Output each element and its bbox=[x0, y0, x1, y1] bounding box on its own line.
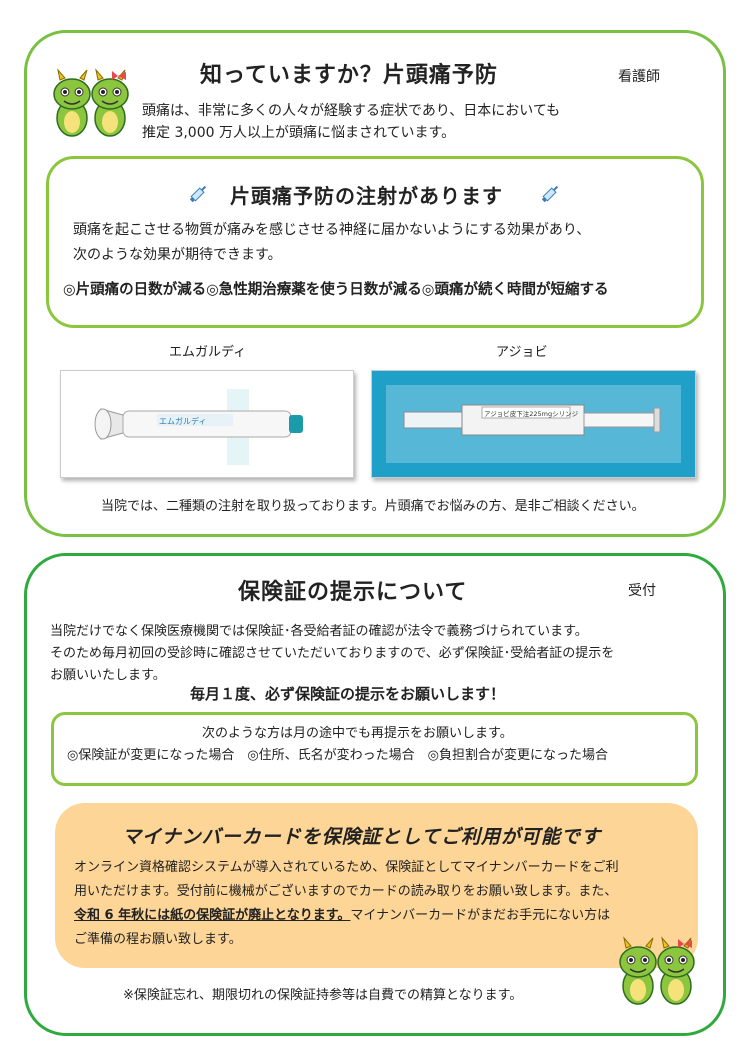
dragon-mascot-icon bbox=[53, 68, 129, 137]
myna-box bbox=[55, 803, 698, 968]
migraine-footer: 当院では、二種類の注射を取り扱っております。片頭痛でお悩みの方、是非ご相談くださ… bbox=[101, 499, 645, 514]
insurance-body-line1: 当院だけでなく保険医療機関では保険証･各受給者証の確認が法令で義務づけられていま… bbox=[50, 624, 588, 639]
insurance-title: 保険証の提示について bbox=[238, 580, 468, 605]
insurance-body-line2: そのため毎月初回の受診時に確認させていただいておりますので、必ず保険証･受給者証… bbox=[50, 646, 615, 661]
insurance-emphasis: 毎月１度、必ず保険証の提示をお願いします！ bbox=[190, 685, 506, 703]
resubmit-box bbox=[51, 712, 698, 786]
drug2-label: アジョビ皮下注225mgシリンジ bbox=[484, 409, 579, 418]
resubmit-line2: ◎保険証が変更になった場合 ◎住所、氏名が変わった場合 ◎負担割合が変更になった… bbox=[67, 748, 609, 763]
drug1-label: エムガルディ bbox=[159, 416, 206, 426]
drug2-caption: アジョビ bbox=[496, 345, 548, 360]
dragon-mascot-icon bbox=[619, 936, 695, 1005]
injection-box bbox=[46, 156, 704, 328]
myna-line2: 用いただけます。受付前に機械がございますのでカードの読み取りをお願い致します。ま… bbox=[74, 884, 618, 899]
insurance-note: ※保険証忘れ、期限切れの保険証持参等は自費での精算となります。 bbox=[123, 988, 523, 1003]
injection-desc-line1: 頭痛を起こさせる物質が痛みを感じさせる神経に届かないようにする効果があり、 bbox=[73, 222, 591, 238]
drug1-photo: エムガルディ bbox=[60, 370, 354, 478]
drug1-caption: エムガルディ bbox=[169, 345, 247, 360]
injection-desc-line2: 次のような効果が期待できます。 bbox=[73, 247, 282, 263]
insurance-dept: 受付 bbox=[628, 583, 656, 599]
syringe-icon bbox=[189, 185, 207, 203]
migraine-section bbox=[24, 30, 726, 537]
migraine-intro-line2: 推定 3,000 万人以上が頭痛に悩まされています。 bbox=[142, 125, 456, 141]
injection-effects: ◎片頭痛の日数が減る◎急性期治療薬を使う日数が減る◎頭痛が続く時間が短縮する bbox=[63, 282, 609, 298]
migraine-title: 知っていますか？片頭痛予防 bbox=[200, 63, 498, 88]
insurance-body-line3: お願いいたします。 bbox=[50, 668, 166, 683]
drug2-photo: アジョビ皮下注225mgシリンジ bbox=[371, 370, 696, 478]
resubmit-line1: 次のような方は月の途中でも再提示をお願いします。 bbox=[202, 726, 513, 741]
myna-line4: ご準備の程お願い致します。 bbox=[74, 932, 242, 947]
myna-line1: オンライン資格確認システムが導入されているため、保険証としてマイナンバーカードを… bbox=[74, 860, 619, 875]
migraine-intro-line1: 頭痛は、非常に多くの人々が経験する症状であり、日本においても bbox=[142, 103, 561, 119]
syringe-icon bbox=[541, 185, 559, 203]
migraine-dept: 看護師 bbox=[618, 69, 660, 85]
myna-abolition-notice: 令和 6 年秋には紙の保険証が廃止となります。 bbox=[74, 908, 351, 923]
myna-line3: 令和 6 年秋には紙の保険証が廃止となります。マイナンバーカードがまだお手元にな… bbox=[74, 904, 610, 928]
myna-title: マイナンバーカードを保険証としてご利用が可能です bbox=[122, 826, 602, 848]
myna-line3-rest: マイナンバーカードがまだお手元にない方は bbox=[350, 908, 611, 923]
injection-title: 片頭痛予防の注射があります bbox=[230, 184, 503, 208]
insurance-section bbox=[24, 553, 726, 1036]
